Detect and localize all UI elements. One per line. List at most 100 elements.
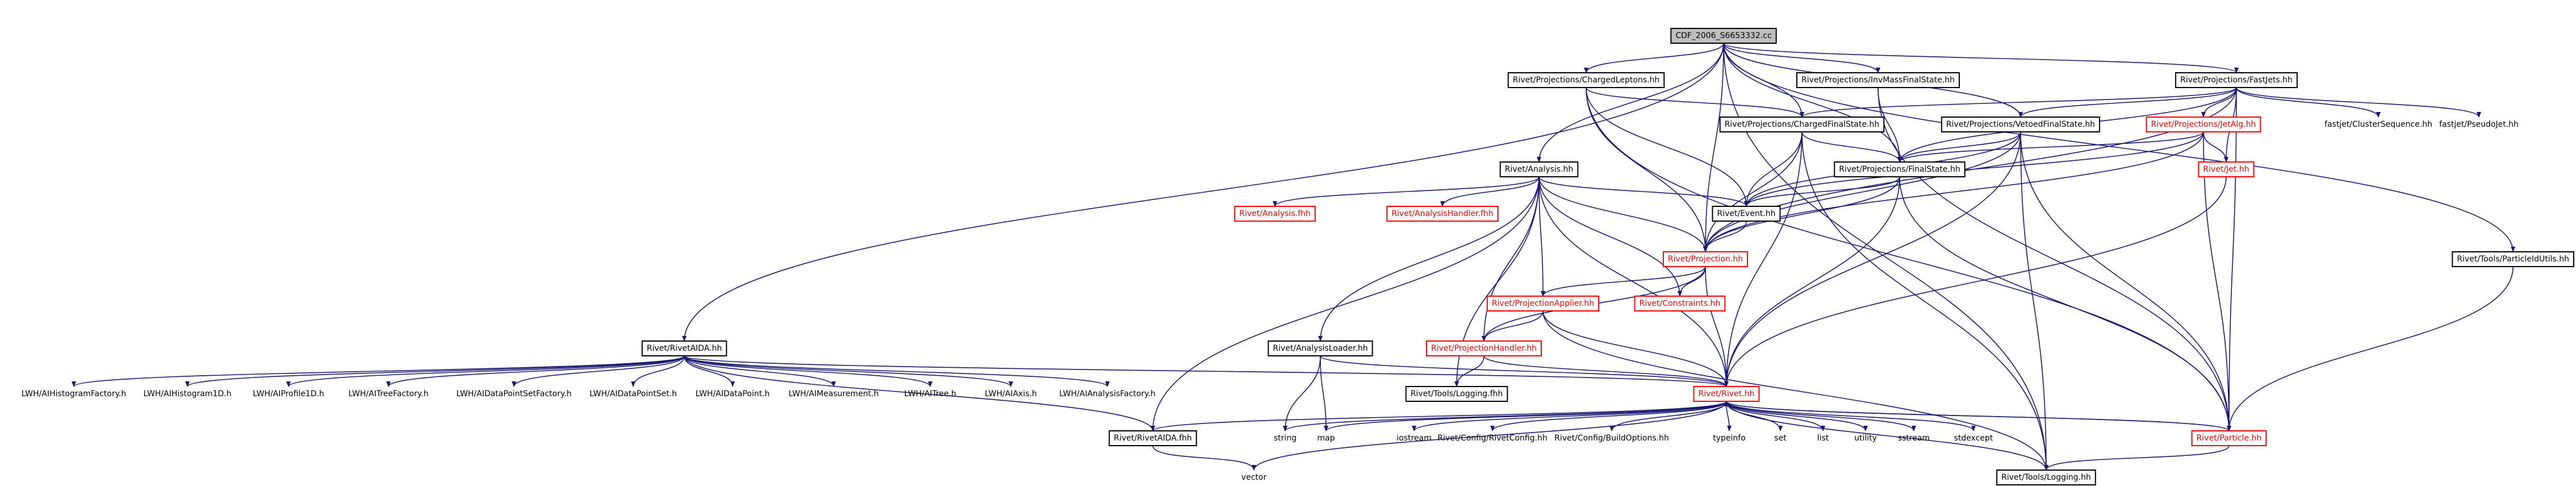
edge-projection-handler-to-rivet-hh (1483, 355, 1729, 387)
node-label: Rivet/Analysis.hh (1505, 165, 1574, 174)
node-final-state[interactable]: Rivet/Projections/FinalState.hh (1834, 161, 1966, 177)
node-label: Rivet/Analysis.fhh (1239, 209, 1311, 218)
node-typeinfo: typeinfo (1713, 434, 1746, 443)
edge-rivet-hh-to-map (1324, 401, 1727, 431)
edge-rivet-aida-fhh-to-vector (1152, 445, 1256, 471)
edge-analysis-loader-to-string (1283, 355, 1321, 431)
node-analysis-handler[interactable]: Rivet/AnalysisHandler.fhh (1386, 206, 1499, 222)
node-label: fastjet/ClusterSequence.hh (2324, 120, 2432, 129)
node-logging-hh[interactable]: Rivet/Tools/Logging.hh (1996, 470, 2096, 485)
node-box (2198, 161, 2255, 177)
node-label: CDF_2006_S6653332.cc (1675, 31, 1771, 40)
node-particle-utils[interactable]: Rivet/Tools/ParticleIdUtils.hh (2452, 251, 2574, 267)
node-box (1234, 206, 1316, 222)
node-jetalg[interactable]: Rivet/Projections/JetAlg.hh (2146, 117, 2261, 132)
node-box (1693, 386, 1760, 402)
node-label: Rivet/Projections/FinalState.hh (1839, 165, 1960, 174)
node-fastjets[interactable]: Rivet/Projections/FastJets.hh (2175, 72, 2298, 88)
node-layer: CDF_2006_S6653332.ccRivet/Projections/Ch… (22, 28, 2574, 485)
node-particle[interactable]: Rivet/Particle.hh (2191, 430, 2267, 446)
edge-fastjets-to-particle (2227, 87, 2237, 431)
edge-rivet-aida-to-lwh-dpsf (512, 355, 685, 387)
node-projection-handler[interactable]: Rivet/ProjectionHandler.hh (1426, 340, 1542, 356)
node-label: Rivet/Particle.hh (2197, 434, 2262, 443)
node-label: sstream (1898, 434, 1930, 443)
node-label: Rivet/Config/BuildOptions.hh (1554, 434, 1669, 443)
node-box (641, 340, 727, 356)
node-label: Rivet/RivetAIDA.hh (647, 344, 722, 353)
edge-analysis-to-projection (1538, 176, 1708, 252)
edge-jetalg-to-jet (2203, 131, 2228, 163)
edge-rivet-aida-to-lwh-hf (72, 355, 685, 387)
node-jet[interactable]: Rivet/Jet.hh (2198, 161, 2255, 177)
node-label: Rivet/Tools/Logging.hh (2001, 473, 2091, 482)
edge-cdf-2006-to-analysis (1537, 43, 1724, 163)
edge-jetalg-to-particle (2203, 131, 2231, 431)
edge-rivet-hh-to-stdexcept (1726, 401, 1976, 431)
edge-rivet-aida-to-lwh-a (684, 355, 1013, 387)
node-constraints[interactable]: Rivet/Constraints.hh (1634, 296, 1726, 311)
edge-analysis-to-event (1538, 176, 1749, 207)
node-analysis[interactable]: Rivet/Analysis.hh (1499, 161, 1579, 177)
node-invmass[interactable]: Rivet/Projections/InvMassFinalState.hh (1796, 72, 1960, 88)
node-projection-applier[interactable]: Rivet/ProjectionApplier.hh (1486, 296, 1600, 311)
node-projection[interactable]: Rivet/Projection.hh (1662, 251, 1749, 267)
edge-rivet-aida-to-rivet-hh (684, 355, 1729, 387)
node-box (1719, 117, 1885, 132)
node-map: map (1317, 434, 1335, 443)
edge-fastjets-to-vetoed-fs (2018, 87, 2237, 118)
edge-rivet-aida-to-lwh-af (684, 355, 1110, 387)
node-label: Rivet/Tools/Logging.fhh (1411, 389, 1503, 398)
edge-rivet-aida-to-lwh-dp (684, 355, 735, 387)
node-label: vector (1241, 473, 1267, 482)
edge-particle-utils-to-particle (2227, 266, 2514, 431)
node-box (1996, 470, 2096, 485)
node-cdf-2006[interactable]: CDF_2006_S6653332.cc (1670, 28, 1777, 44)
node-label: LWH/AIDataPoint.h (696, 389, 770, 398)
node-rivet-aida[interactable]: Rivet/RivetAIDA.hh (641, 340, 727, 356)
node-event[interactable]: Rivet/Event.hh (1712, 206, 1781, 222)
node-label: typeinfo (1713, 434, 1746, 443)
node-label: Rivet/Projections/ChargedLeptons.hh (1513, 76, 1660, 85)
edge-invmass-to-particle (1877, 87, 2231, 431)
node-label: fastjet/PseudoJet.hh (2439, 120, 2519, 129)
node-label: set (1774, 434, 1787, 443)
node-vetoed-fs[interactable]: Rivet/Projections/VetoedFinalState.hh (1941, 117, 2101, 132)
node-lwh-af: LWH/AIAnalysisFactory.h (1059, 389, 1155, 398)
node-box (1634, 296, 1726, 311)
node-label: Rivet/AnalysisHandler.fhh (1391, 209, 1493, 218)
node-lwh-dps: LWH/AIDataPointSet.h (589, 389, 677, 398)
edge-rivet-hh-to-iostream (1412, 401, 1727, 431)
node-vector: vector (1241, 473, 1267, 482)
node-sstream: sstream (1898, 434, 1930, 443)
node-label: LWH/AIDataPointSet.h (589, 389, 677, 398)
edge-rivet-hh-to-list (1726, 401, 1825, 431)
edge-analysis-loader-to-map (1320, 355, 1328, 431)
node-box (1796, 72, 1960, 88)
edge-charged-fs-to-projection (1703, 131, 1803, 252)
edge-analysis-to-rivet-aida-fhh (1151, 176, 1540, 431)
node-charged-fs[interactable]: Rivet/Projections/ChargedFinalState.hh (1719, 117, 1885, 132)
node-logging-fhh[interactable]: Rivet/Tools/Logging.fhh (1405, 386, 1508, 402)
node-box (2175, 72, 2298, 88)
node-rivet-hh[interactable]: Rivet/Rivet.hh (1693, 386, 1760, 402)
edge-analysis-to-projection-handler (1482, 176, 1540, 342)
node-lwh-p1: LWH/AIProfile1D.h (253, 389, 324, 398)
node-box (1486, 296, 1600, 311)
edge-projection-handler-to-logging-fhh (1454, 355, 1484, 387)
edge-vetoed-fs-to-rivet-hh (1724, 131, 2021, 387)
node-charged-leptons[interactable]: Rivet/Projections/ChargedLeptons.hh (1507, 72, 1665, 88)
node-cluster-seq: fastjet/ClusterSequence.hh (2324, 120, 2432, 129)
node-label: Rivet/Projections/InvMassFinalState.hh (1801, 76, 1955, 85)
node-analysis-loader[interactable]: Rivet/AnalysisLoader.hh (1268, 340, 1373, 356)
node-analysis-fhh[interactable]: Rivet/Analysis.fhh (1234, 206, 1316, 222)
node-utility: utility (1854, 434, 1877, 443)
node-label: LWH/AIDataPointSetFactory.h (457, 389, 572, 398)
node-string: string (1274, 434, 1297, 443)
edge-jetalg-to-event (1744, 131, 2204, 207)
edge-rivet-hh-to-rivet-config (1490, 401, 1727, 431)
node-label: LWH/AITreeFactory.h (349, 389, 429, 398)
node-box (2452, 251, 2574, 267)
node-rivet-aida-fhh[interactable]: Rivet/RivetAIDA.fhh (1109, 430, 1197, 446)
node-iostream: iostream (1396, 434, 1432, 443)
